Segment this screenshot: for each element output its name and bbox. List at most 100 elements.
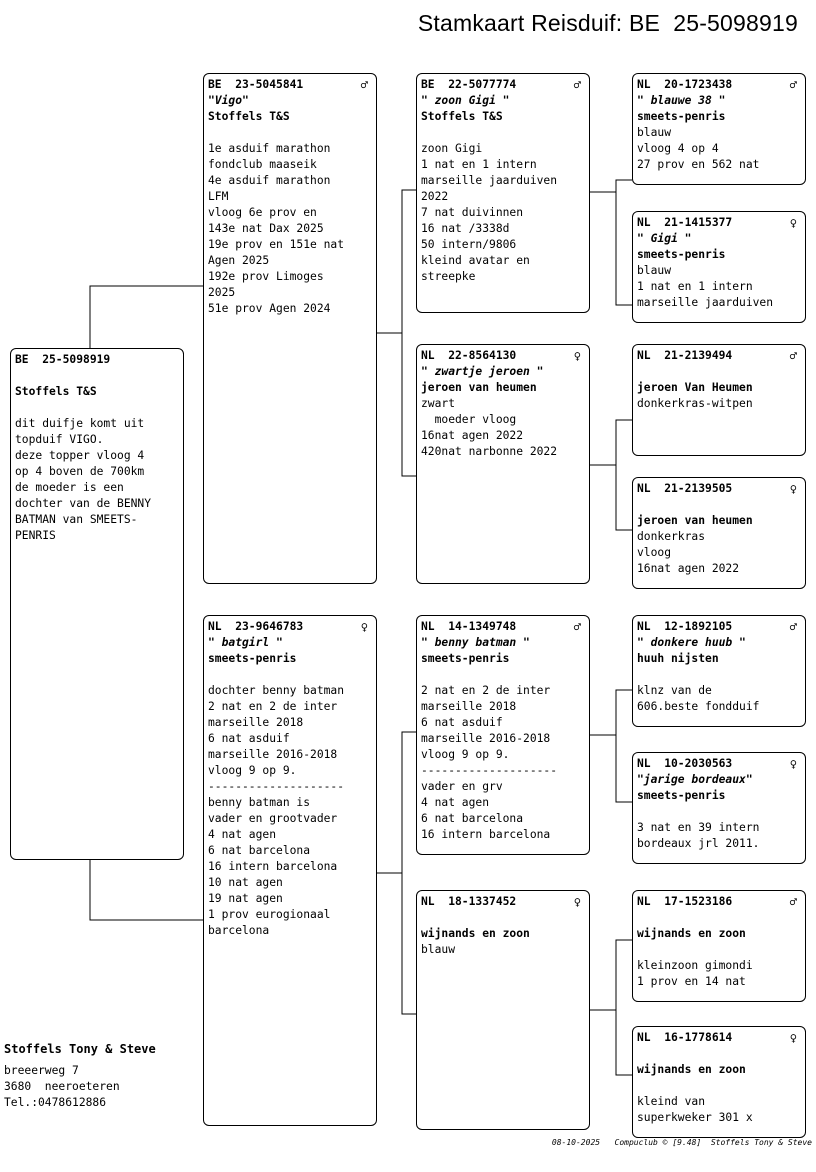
card-line: 16nat agen 2022 (421, 429, 524, 442)
female-symbol-icon: ♀ (789, 216, 797, 230)
female-symbol-icon: ♀ (789, 482, 797, 496)
card-line: 2022 (421, 190, 449, 203)
owner-name: Stoffels T&S (15, 385, 97, 398)
card-line: 1 nat en 1 intern (421, 158, 537, 171)
card-line (637, 804, 801, 820)
pigeon-name: " zwartje jeroen " (421, 365, 544, 378)
pigeon-card-fm-mother[interactable]: NL 21-2139505 ♀ jeroen van heumen donker… (632, 477, 806, 589)
card-line: 51e prov Agen 2024 (208, 302, 331, 315)
card-line: vloog 4 op 4 (637, 142, 719, 155)
card-line: BATMAN van SMEETS- (15, 513, 138, 526)
pigeon-card-ff-father[interactable]: NL 20-1723438 ♂ " blauwe 38 " smeets-pen… (632, 73, 806, 185)
owner-name: wijnands en zoon (637, 927, 746, 940)
card-line: vloog 9 op 9. (208, 764, 297, 777)
card-header: NL 22-8564130 ♀ (421, 348, 585, 364)
card-line: benny batman is (208, 796, 311, 809)
card-line: blauw (637, 264, 672, 277)
pigeon-card-mother[interactable]: NL 23-9646783 ♀ " batgirl " smeets-penri… (203, 615, 377, 1126)
card-line (637, 1078, 801, 1094)
pigeon-card-father[interactable]: BE 23-5045841 ♂ "Vigo" Stoffels T&S 1e a… (203, 73, 377, 584)
card-line: 4 nat agen (421, 796, 490, 809)
pigeon-name: " Gigi " (637, 232, 692, 245)
ring-number: NL 16-1778614 (637, 1031, 733, 1044)
male-symbol-icon: ♂ (789, 78, 797, 92)
card-line: 606.beste fondduif (637, 700, 760, 713)
card-line: 6 nat barcelona (208, 844, 311, 857)
card-line: 143e nat Dax 2025 (208, 222, 324, 235)
card-line: vloog 6e prov en (208, 206, 317, 219)
card-line: 1 prov en 14 nat (637, 975, 746, 988)
pigeon-card-mf-father[interactable]: NL 12-1892105 ♂ " donkere huub " huuh ni… (632, 615, 806, 727)
pigeon-card-ff-mother[interactable]: NL 21-1415377 ♀ " Gigi " smeets-penris b… (632, 211, 806, 323)
pigeon-card-mm-mother[interactable]: NL 16-1778614 ♀ wijnands en zoon kleind … (632, 1026, 806, 1138)
female-symbol-icon: ♀ (360, 620, 368, 634)
card-line: superkweker 301 x (637, 1111, 753, 1124)
card-line: marseille jaarduiven (421, 174, 558, 187)
card-header: NL 20-1723438 ♂ (637, 77, 801, 93)
male-symbol-icon: ♂ (360, 78, 368, 92)
card-line (15, 400, 179, 416)
card-line: bordeaux jrl 2011. (637, 837, 760, 850)
card-line: 10 nat agen (208, 876, 283, 889)
pigeon-card-maternal-grandmother[interactable]: NL 18-1337452 ♀ wijnands en zoon blauw (416, 890, 590, 1130)
card-line: 2025 (208, 286, 236, 299)
card-line: 6 nat barcelona (421, 812, 524, 825)
page-title: Stamkaart Reisduif: BE 25-5098919 (417, 10, 798, 36)
card-header: NL 14-1349748 ♂ (421, 619, 585, 635)
card-line: 2 nat en 2 de inter (421, 684, 551, 697)
pigeon-name: " benny batman " (421, 636, 530, 649)
pigeon-name: " donkere huub " (637, 636, 746, 649)
card-line: 2 nat en 2 de inter (208, 700, 338, 713)
card-header: NL 12-1892105 ♂ (637, 619, 801, 635)
card-line (421, 667, 585, 683)
pigeon-name: "Vigo" (208, 94, 249, 107)
card-line: 19e prov en 151e nat (208, 238, 345, 251)
owner-name: wijnands en zoon (637, 1063, 746, 1076)
card-line (637, 667, 801, 683)
pigeon-name (637, 1046, 801, 1062)
card-line: 7 nat duivinnen (421, 206, 524, 219)
ring-number: NL 21-2139494 (637, 349, 733, 362)
owner-name: smeets-penris (208, 652, 297, 665)
ring-number: BE 22-5077774 (421, 78, 517, 91)
owner-name: huuh nijsten (637, 652, 719, 665)
card-line: vader en grv (421, 780, 503, 793)
card-line: vloog 9 op 9. (421, 748, 510, 761)
pigeon-card-paternal-grandmother[interactable]: NL 22-8564130 ♀ " zwartje jeroen " jeroe… (416, 344, 590, 584)
card-line: 16 intern barcelona (421, 828, 551, 841)
owner-address-block: Stoffels Tony & Steve breeerweg 7 3680 n… (4, 1041, 156, 1111)
card-line: vloog (637, 546, 672, 559)
pigeon-card-fm-father[interactable]: NL 21-2139494 ♂ jeroen Van Heumen donker… (632, 344, 806, 456)
card-line: 3 nat en 39 intern (637, 821, 760, 834)
card-line: op 4 boven de 700km (15, 465, 145, 478)
card-header: NL 18-1337452 ♀ (421, 894, 585, 910)
card-line: barcelona (208, 924, 270, 937)
pigeon-card-mf-mother[interactable]: NL 10-2030563 ♀ "jarige bordeaux" smeets… (632, 752, 806, 864)
male-symbol-icon: ♂ (573, 78, 581, 92)
ring-number: NL 20-1723438 (637, 78, 733, 91)
owner-name: Stoffels Tony & Steve (4, 1042, 156, 1056)
ring-number: NL 12-1892105 (637, 620, 733, 633)
owner-name: wijnands en zoon (421, 927, 530, 940)
card-line: PENRIS (15, 529, 56, 542)
card-line (637, 942, 801, 958)
card-line: fondclub maaseik (208, 158, 317, 171)
card-line: zwart (421, 397, 456, 410)
card-line: marseille 2016-2018 (208, 748, 338, 761)
card-line: -------------------- (421, 764, 558, 777)
pigeon-card-paternal-grandfather[interactable]: BE 22-5077774 ♂ " zoon Gigi " Stoffels T… (416, 73, 590, 313)
card-line: klnz van de (637, 684, 712, 697)
male-symbol-icon: ♂ (789, 895, 797, 909)
pigeon-card-subject[interactable]: BE 25-5098919 Stoffels T&S dit duifje ko… (10, 348, 184, 860)
card-line: Agen 2025 (208, 254, 270, 267)
owner-city: 3680 neeroeteren (4, 1080, 120, 1093)
pigeon-card-mm-father[interactable]: NL 17-1523186 ♂ wijnands en zoon kleinzo… (632, 890, 806, 1002)
card-line: 27 prov en 562 nat (637, 158, 760, 171)
ring-number: NL 14-1349748 (421, 620, 517, 633)
card-header: NL 23-9646783 ♀ (208, 619, 372, 635)
pigeon-card-maternal-grandfather[interactable]: NL 14-1349748 ♂ " benny batman " smeets-… (416, 615, 590, 855)
card-line: LFM (208, 190, 229, 203)
owner-phone: Tel.:0478612886 (4, 1096, 107, 1109)
male-symbol-icon: ♂ (789, 620, 797, 634)
card-line: streepke (421, 270, 476, 283)
